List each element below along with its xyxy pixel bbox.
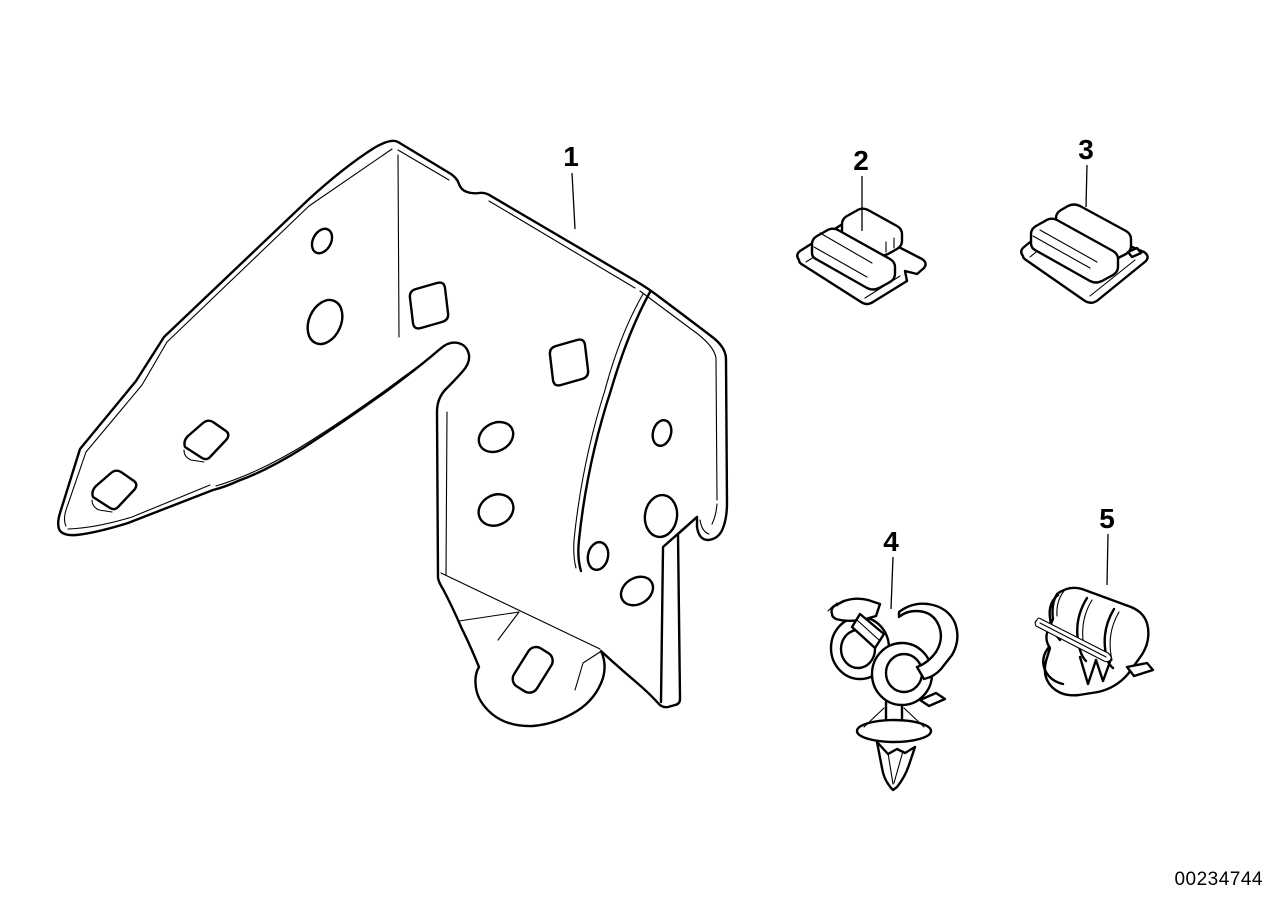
leader-line-4 — [890, 556, 894, 610]
leader-lines — [571, 164, 1109, 610]
part-3-clip-drawing[interactable] — [1020, 203, 1149, 304]
leader-line-1 — [571, 172, 576, 230]
callout-1[interactable]: 1 — [563, 141, 579, 172]
callout-4[interactable]: 4 — [883, 526, 899, 557]
part-4-cable-holder-drawing[interactable] — [827, 597, 959, 792]
leader-line-3 — [1085, 164, 1088, 208]
callout-5[interactable]: 5 — [1099, 503, 1115, 534]
leader-line-5 — [1106, 533, 1109, 586]
callout-3[interactable]: 3 — [1078, 134, 1094, 165]
part-2-clip-drawing[interactable] — [796, 207, 927, 306]
part-5-clamp-drawing[interactable] — [1034, 586, 1155, 697]
part-1-bracket-drawing[interactable] — [57, 139, 729, 728]
image-number: 00234744 — [1174, 869, 1263, 890]
callout-2[interactable]: 2 — [853, 145, 869, 176]
